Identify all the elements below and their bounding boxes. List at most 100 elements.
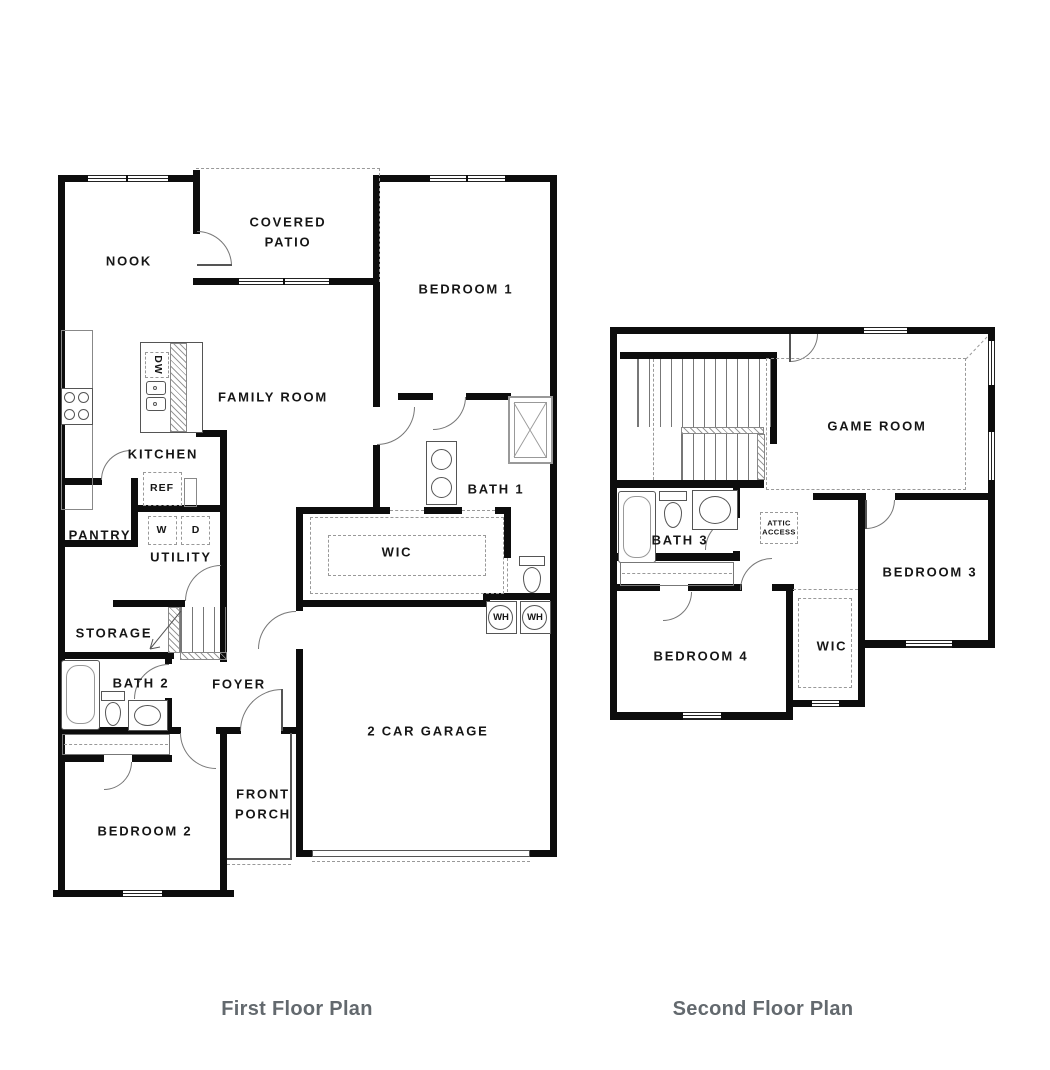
wall: [424, 507, 462, 514]
wall: [613, 553, 740, 561]
game-room-ceiling-line: [766, 358, 966, 490]
wall: [895, 493, 995, 500]
room-label-bedroom4: BEDROOM 4: [653, 648, 749, 664]
stove-burner: [78, 409, 89, 420]
caption-second-floor: Second Floor Plan: [672, 998, 854, 1020]
wall: [495, 507, 511, 514]
cased-opening-dashes: [462, 510, 495, 511]
wall: [227, 727, 241, 734]
wall: [303, 600, 490, 607]
room-label-bath2: BATH 2: [112, 675, 170, 691]
toilet-bowl: [664, 502, 682, 528]
wall: [165, 652, 172, 664]
wall: [620, 352, 777, 359]
wall: [466, 393, 511, 400]
wall: [858, 648, 865, 707]
room-label-covered-patio: COVERED PATIO: [249, 214, 327, 250]
garage-door: [312, 850, 530, 857]
closet-rod: [622, 573, 732, 574]
wic-shelving: [328, 535, 486, 576]
door-leaf: [197, 264, 232, 266]
garage-door-dashes: [312, 861, 530, 862]
wall: [62, 478, 102, 485]
door-leaf: [789, 334, 791, 362]
door-arc-bedroom4-closet: [663, 592, 692, 621]
window: [88, 175, 126, 182]
room-label-pantry: PANTRY: [68, 527, 132, 543]
wall: [193, 170, 200, 234]
porch-edge: [290, 733, 292, 860]
wall: [772, 584, 794, 591]
door-arc-utility: [185, 565, 221, 601]
porch-edge: [227, 858, 291, 860]
wall: [786, 584, 793, 720]
room-label-storage: STORAGE: [75, 625, 153, 641]
wall: [734, 584, 742, 591]
window: [285, 278, 329, 285]
stair-rail-dashed: [653, 359, 654, 480]
label-dishwasher: DW: [151, 355, 164, 375]
toilet-room-door-dashes: [507, 558, 508, 592]
wall: [770, 352, 777, 444]
bedroom2-closet: [62, 734, 170, 755]
bath1-sink: [431, 449, 452, 470]
window: [988, 341, 995, 385]
wall: [398, 393, 433, 400]
wall: [550, 175, 557, 857]
stove-burner: [64, 392, 75, 403]
door-arc-hall: [377, 407, 415, 445]
wall: [281, 727, 296, 734]
caption-first-floor: First Floor Plan: [221, 998, 373, 1020]
door-leaf: [865, 500, 867, 529]
toilet-bowl: [523, 567, 541, 593]
room-label-bedroom3: BEDROOM 3: [882, 564, 978, 580]
door-arc-bath1: [433, 397, 466, 430]
wall: [58, 175, 65, 897]
closet-rod: [64, 744, 168, 745]
window: [988, 432, 995, 480]
door-arc-garage-entry: [258, 611, 296, 649]
wall: [504, 514, 511, 558]
island-counter-hatch: [170, 343, 187, 432]
wic-shelving: [798, 598, 852, 688]
room-label-bath1: BATH 1: [467, 481, 525, 497]
window: [906, 640, 952, 648]
wall: [858, 500, 865, 648]
stove-burner: [78, 392, 89, 403]
wall: [58, 727, 172, 734]
stair-hatch: [757, 434, 765, 480]
water-heater: [488, 605, 513, 630]
water-heater: [522, 605, 547, 630]
window: [468, 175, 505, 182]
wall: [58, 652, 174, 659]
door-arc-front-entry: [240, 689, 282, 731]
refrigerator-box: [143, 472, 182, 506]
wall: [196, 430, 227, 437]
dryer-box: [181, 516, 210, 545]
stair-hatch: [180, 652, 227, 660]
wall: [220, 430, 227, 607]
label-dryer: D: [191, 524, 201, 537]
door-leaf: [281, 689, 283, 731]
wall: [483, 593, 557, 600]
room-label-nook: NOOK: [105, 253, 153, 269]
wall: [613, 584, 660, 591]
wall: [132, 755, 172, 762]
label-attic-access: ATTIC ACCESS: [762, 518, 796, 537]
room-label-kitchen: KITCHEN: [127, 446, 199, 462]
wic-opening-dashes: [793, 589, 858, 590]
wall: [610, 480, 764, 488]
room-label-wic2: WIC: [816, 638, 848, 654]
porch-step-dashes: [227, 864, 291, 865]
stair-treads: [637, 359, 771, 427]
bath2-tub-inner: [66, 665, 95, 724]
wic-shelving: [310, 517, 504, 594]
label-washer: W: [156, 524, 168, 537]
window: [128, 175, 168, 182]
shower-inner: [514, 402, 547, 458]
wall: [137, 505, 227, 512]
cased-opening-dashes: [390, 510, 424, 511]
wall: [296, 507, 390, 514]
wall: [610, 327, 617, 720]
